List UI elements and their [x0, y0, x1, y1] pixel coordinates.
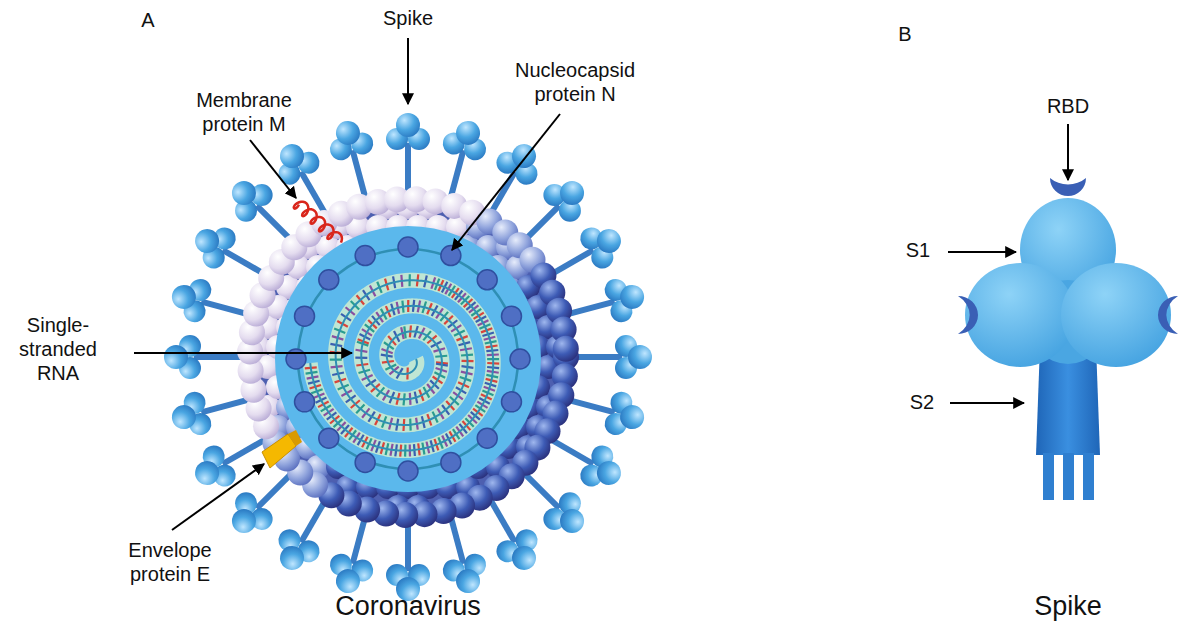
nucleocapsid-protein	[295, 306, 315, 326]
part-label: RBD	[1028, 94, 1108, 118]
part-label: S2	[902, 390, 942, 414]
spike-head	[617, 282, 646, 311]
leader-arrow	[948, 251, 1016, 253]
spike-head	[628, 345, 652, 369]
nucleocapsid-ring	[298, 249, 518, 469]
spike-head	[333, 118, 362, 147]
nucleocapsid-protein	[477, 270, 497, 290]
part-label: Single- stranded RNA	[8, 313, 108, 385]
spike-head	[453, 118, 482, 147]
panel-caption: Coronavirus	[288, 590, 528, 622]
leader-arrow	[1067, 124, 1069, 180]
spike-head	[169, 282, 198, 311]
nucleocapsid-protein	[319, 270, 339, 290]
nucleocapsid-protein	[398, 237, 418, 257]
rbd-crescent	[1158, 296, 1178, 334]
leader-arrow	[452, 114, 560, 250]
spike-group	[164, 113, 652, 601]
nucleocapsid-protein	[319, 428, 339, 448]
spike-head	[555, 504, 589, 538]
envelope-protein	[262, 434, 296, 468]
spike-protein	[499, 169, 597, 267]
membrane-protein	[294, 202, 342, 243]
nucleocapsid-protein	[398, 461, 418, 481]
nucleocapsid-protein	[355, 246, 375, 266]
envelope-particles	[237, 186, 579, 528]
virus-core	[275, 226, 541, 492]
spike-head	[617, 402, 646, 431]
panel-caption: Spike	[998, 590, 1138, 622]
rna-band	[310, 280, 493, 450]
nucleocapsid-protein	[441, 452, 461, 472]
spike-head	[227, 176, 261, 210]
panel-letter: B	[890, 22, 920, 46]
nucleocapsid-protein	[295, 392, 315, 412]
spike-head	[276, 542, 309, 575]
spike-illustration	[958, 178, 1178, 500]
nucleocapsid-protein	[501, 392, 521, 412]
nucleocapsid-protein	[501, 306, 521, 326]
spike-head	[169, 402, 198, 431]
spike-head	[164, 345, 188, 369]
part-label: Envelope protein E	[114, 538, 226, 586]
part-label: S1	[898, 238, 938, 262]
leader-arrow	[134, 352, 352, 354]
nucleocapsid-protein	[355, 452, 375, 472]
spike-head	[593, 457, 626, 490]
spike-head	[227, 504, 261, 538]
leader-arrow	[250, 140, 296, 198]
nucleocapsid-protein	[477, 428, 497, 448]
nucleocapsid-protein	[441, 246, 461, 266]
spike-head	[191, 457, 224, 490]
spike-head	[396, 113, 420, 137]
spike-protein	[499, 448, 597, 546]
virus-body	[242, 191, 574, 523]
panel-letter: A	[133, 8, 163, 32]
virus-illustration	[164, 113, 652, 601]
nucleocapsid-proteins	[286, 237, 530, 481]
leader-arrow	[407, 38, 409, 104]
part-label: Membrane protein M	[188, 88, 300, 136]
stem-leg	[1063, 453, 1074, 500]
leader-arrow	[950, 402, 1024, 404]
s1-lobe	[1061, 263, 1171, 367]
spike-protein	[220, 169, 318, 267]
spike-head	[508, 542, 541, 575]
spike-head	[191, 225, 224, 258]
rna-backbone	[310, 280, 493, 450]
stem-leg	[1083, 453, 1094, 500]
nucleocapsid-protein	[510, 349, 530, 369]
spike-head	[276, 140, 309, 173]
rbd-crescent	[958, 296, 978, 334]
spike-head	[593, 225, 626, 258]
leader-arrow	[172, 464, 264, 530]
s1-lobe	[965, 263, 1075, 367]
part-label: Spike	[358, 6, 458, 30]
rbd-crescent	[1050, 178, 1086, 196]
spike-head	[555, 176, 589, 210]
envelope-protein-face	[288, 430, 302, 446]
rna-bases	[305, 274, 499, 456]
stem-leg	[1043, 453, 1054, 500]
envelope-particle	[553, 336, 579, 362]
part-label: Nucleocapsid protein N	[505, 58, 645, 106]
